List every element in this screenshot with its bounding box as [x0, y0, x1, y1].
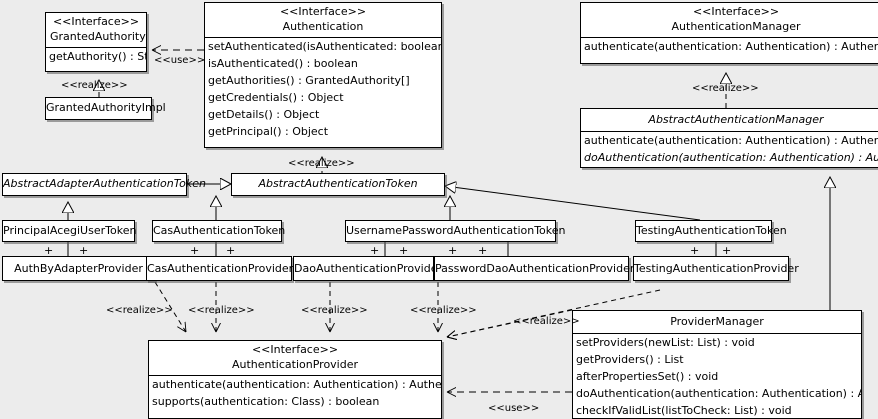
- member-row: afterPropertiesSet() : void: [576, 370, 719, 383]
- member-row: getCredentials() : Object: [208, 91, 344, 104]
- class-auth-by-adapter-provider[interactable]: AuthByAdapterProvider: [2, 256, 155, 281]
- members-granted-authority: getAuthority() : String: [46, 47, 146, 65]
- member-row: authenticate(authentication: Authenticat…: [152, 378, 441, 391]
- class-name-label: GrantedAuthority: [50, 30, 146, 43]
- member-row: isAuthenticated() : boolean: [208, 57, 358, 70]
- class-name-label: TestingAuthenticationProvider: [634, 262, 799, 275]
- class-name-label: Authentication: [282, 20, 364, 33]
- member-row: supports(authentication: Class) : boolea…: [152, 395, 380, 408]
- class-header-granted-authority: <<Interface>> GrantedAuthority: [46, 13, 146, 47]
- member-row: checkIfValidList(listToCheck: List) : vo…: [576, 404, 792, 417]
- members-provider-manager: setProviders(newList: List) : void getPr…: [573, 333, 861, 419]
- class-name-label: GrantedAuthorityImpl: [46, 101, 166, 114]
- class-cas-authentication-token[interactable]: CasAuthenticationToken: [152, 220, 286, 242]
- class-dao-authentication-provider[interactable]: DaoAuthenticationProvider: [293, 256, 442, 281]
- class-abstract-authentication-token[interactable]: AbstractAuthenticationToken: [231, 173, 445, 196]
- edge-label-realize-providermanager: <<realize>>: [513, 316, 580, 327]
- association-marker: +: [190, 244, 200, 257]
- association-marker: +: [226, 244, 236, 257]
- class-header-provider-manager: ProviderManager: [573, 311, 861, 333]
- class-name-label: AuthenticationProvider: [231, 358, 359, 371]
- association-marker: +: [44, 244, 54, 257]
- class-abstract-authentication-manager[interactable]: AbstractAuthenticationManager authentica…: [580, 108, 878, 168]
- class-name-label: DaoAuthenticationProvider: [294, 262, 442, 275]
- class-name-label: AbstractAuthenticationToken: [258, 177, 418, 190]
- class-granted-authority-impl[interactable]: GrantedAuthorityImpl: [45, 97, 166, 120]
- class-name-label: AbstractAdapterAuthenticationToken: [3, 177, 206, 190]
- class-username-password-authentication-token[interactable]: UsernamePasswordAuthenticationToken: [345, 220, 566, 242]
- stereotype-label: <<Interface>>: [692, 5, 780, 18]
- member-row: setAuthenticated(isAuthenticated: boolea…: [208, 40, 441, 53]
- class-principal-acegi-user-token[interactable]: PrincipalAcegiUserToken: [2, 220, 137, 242]
- association-marker: +: [722, 244, 732, 257]
- member-row: authenticate(authentication: Authenticat…: [584, 40, 878, 53]
- class-header-authentication-manager: <<Interface>> AuthenticationManager: [581, 3, 878, 37]
- class-abstract-adapter-authentication-token[interactable]: AbstractAdapterAuthenticationToken: [2, 173, 206, 196]
- class-provider-manager[interactable]: ProviderManager setProviders(newList: Li…: [572, 310, 862, 419]
- class-header-authentication-provider: <<Interface>> AuthenticationProvider: [149, 341, 441, 375]
- class-header-authentication: <<Interface>> Authentication: [205, 3, 441, 37]
- class-name-label: AbstractAuthenticationManager: [648, 113, 824, 126]
- class-name-label: TestingAuthenticationToken: [636, 224, 787, 237]
- edge-label-realize-dao: <<realize>>: [301, 305, 368, 316]
- class-authentication[interactable]: <<Interface>> Authentication setAuthenti…: [204, 2, 442, 148]
- member-row: setProviders(newList: List) : void: [576, 336, 755, 349]
- association-marker: +: [370, 244, 380, 257]
- member-row: getDetails() : Object: [208, 108, 320, 121]
- member-row: getAuthority() : String: [49, 50, 146, 63]
- association-marker: +: [478, 244, 488, 257]
- edge-label-use-providermanager-authenticationprovider: <<use>>: [488, 403, 540, 414]
- edge-testingauthenticationtoken-extends-abstracttoken: [445, 186, 701, 221]
- class-name-label: AuthenticationManager: [671, 20, 801, 33]
- association-marker: +: [79, 244, 89, 257]
- stereotype-label: <<Interface>>: [251, 343, 339, 356]
- members-authentication-manager: authenticate(authentication: Authenticat…: [581, 37, 878, 55]
- association-marker: +: [399, 244, 409, 257]
- class-testing-authentication-provider[interactable]: TestingAuthenticationProvider: [633, 256, 799, 281]
- edge-label-realize-passworddao: <<realize>>: [410, 305, 477, 316]
- members-authentication: setAuthenticated(isAuthenticated: boolea…: [205, 37, 441, 140]
- member-row: doAuthentication(authentication: Authent…: [576, 387, 861, 400]
- class-name-label: AuthByAdapterProvider: [14, 262, 143, 275]
- edge-label-realize-authbyadapter: <<realize>>: [106, 305, 173, 316]
- member-row: getAuthorities() : GrantedAuthority[]: [208, 74, 410, 87]
- class-name-label: ProviderManager: [670, 315, 764, 328]
- class-testing-authentication-token[interactable]: TestingAuthenticationToken: [635, 220, 787, 242]
- class-authentication-provider[interactable]: <<Interface>> AuthenticationProvider aut…: [148, 340, 442, 419]
- member-row: getPrincipal() : Object: [208, 125, 329, 138]
- member-row: authenticate(authentication: Authenticat…: [584, 134, 878, 147]
- members-abstract-authentication-manager: authenticate(authentication: Authenticat…: [581, 131, 878, 166]
- class-name-label: CasAuthenticationToken: [153, 224, 286, 237]
- members-authentication-provider: authenticate(authentication: Authenticat…: [149, 375, 441, 410]
- class-name-label: PrincipalAcegiUserToken: [3, 224, 137, 237]
- class-name-label: UsernamePasswordAuthenticationToken: [346, 224, 566, 237]
- stereotype-label: <<Interface>>: [279, 5, 367, 18]
- member-row: getProviders() : List: [576, 353, 684, 366]
- association-marker: +: [690, 244, 700, 257]
- class-password-dao-authentication-provider[interactable]: PasswordDaoAuthenticationProvider: [434, 256, 634, 281]
- edge-label-realize-grantedauthorityimpl: <<realize>>: [61, 80, 128, 91]
- class-name-label: CasAuthenticationProvider: [147, 262, 294, 275]
- edge-label-realize-abstractauthenticationmanager: <<realize>>: [692, 83, 759, 94]
- edge-label-realize-abstractauthenticationtoken: <<realize>>: [288, 158, 355, 169]
- class-cas-authentication-provider[interactable]: CasAuthenticationProvider: [146, 256, 294, 281]
- class-header-abstract-authentication-manager: AbstractAuthenticationManager: [581, 109, 878, 131]
- class-granted-authority[interactable]: <<Interface>> GrantedAuthority getAuthor…: [45, 12, 147, 72]
- member-row: doAuthentication(authentication: Authent…: [584, 151, 878, 164]
- class-name-label: PasswordDaoAuthenticationProvider: [435, 262, 635, 275]
- edge-label-use-authentication-grantedauthority: <<use>>: [154, 55, 206, 66]
- stereotype-label: <<Interface>>: [52, 15, 140, 28]
- class-authentication-manager[interactable]: <<Interface>> AuthenticationManager auth…: [580, 2, 878, 64]
- association-marker: +: [448, 244, 458, 257]
- edge-label-realize-cas: <<realize>>: [188, 305, 255, 316]
